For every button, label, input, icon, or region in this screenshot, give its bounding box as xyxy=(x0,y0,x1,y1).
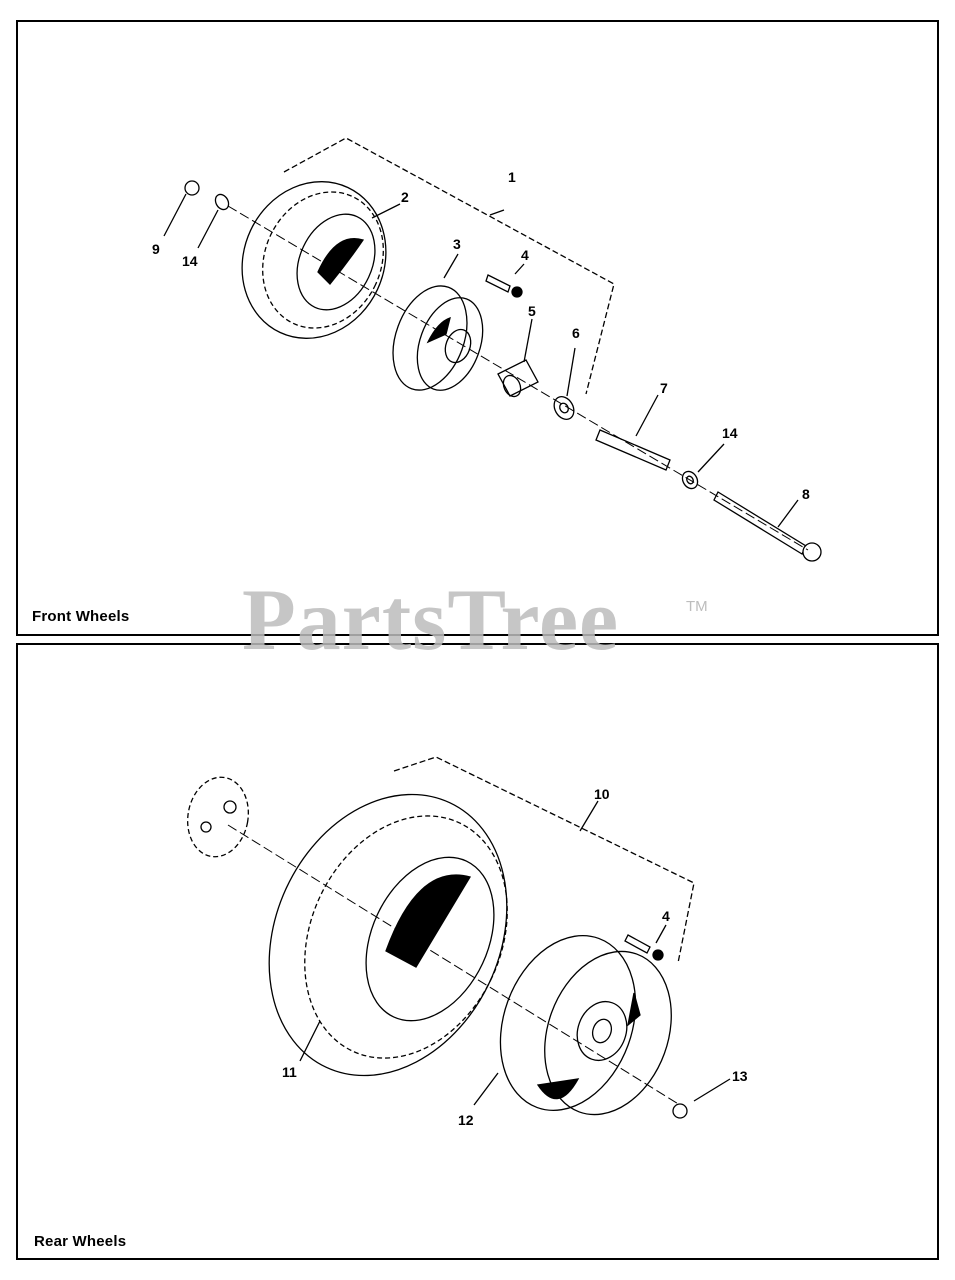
front-tire xyxy=(241,181,387,339)
callout-8: 8 xyxy=(802,486,810,502)
nut xyxy=(184,180,200,196)
callout-2: 2 xyxy=(401,189,409,205)
callout-14-right: 14 xyxy=(722,425,738,441)
callout-4: 4 xyxy=(521,247,529,263)
rear-rim xyxy=(499,934,637,1112)
rear-assembly-bracket xyxy=(393,756,695,964)
bolt xyxy=(713,491,807,555)
callout-3: 3 xyxy=(453,236,461,252)
bushing xyxy=(497,359,539,397)
callout-7: 7 xyxy=(660,380,668,396)
rear-valve-stem xyxy=(624,934,651,954)
washer-right xyxy=(681,470,699,490)
lug-nut xyxy=(672,1103,688,1119)
callout-10: 10 xyxy=(594,786,610,802)
axle-tube xyxy=(595,429,671,471)
callout-9: 9 xyxy=(152,241,160,257)
rear-hub xyxy=(187,776,249,858)
rear-wheels-diagram: 10 4 11 12 13 xyxy=(187,756,748,1128)
trademark-mark: TM xyxy=(686,598,708,615)
washer-left xyxy=(214,193,230,211)
assembly-bracket xyxy=(283,137,615,395)
rear-wheels-panel: 10 4 11 12 13 Rear Wheels xyxy=(16,643,939,1260)
callout-11: 11 xyxy=(282,1064,297,1080)
valve-stem xyxy=(485,274,511,293)
front-rim xyxy=(392,285,468,391)
front-wheels-title: Front Wheels xyxy=(32,608,130,625)
rear-wheels-title: Rear Wheels xyxy=(34,1233,127,1250)
callout-5: 5 xyxy=(528,303,536,319)
callout-6: 6 xyxy=(572,325,580,341)
callout-13: 13 xyxy=(732,1068,748,1084)
callout-1: 1 xyxy=(508,169,516,185)
callout-4-rear: 4 xyxy=(662,908,670,924)
front-wheels-panel: 1 2 3 4 5 6 7 14 8 9 14 Front Wheels xyxy=(16,20,939,636)
rear-tire xyxy=(268,793,508,1077)
callout-12: 12 xyxy=(458,1112,474,1128)
front-wheels-diagram: 1 2 3 4 5 6 7 14 8 9 14 xyxy=(152,137,822,562)
callout-14-left: 14 xyxy=(182,253,198,269)
spacer xyxy=(553,396,575,420)
